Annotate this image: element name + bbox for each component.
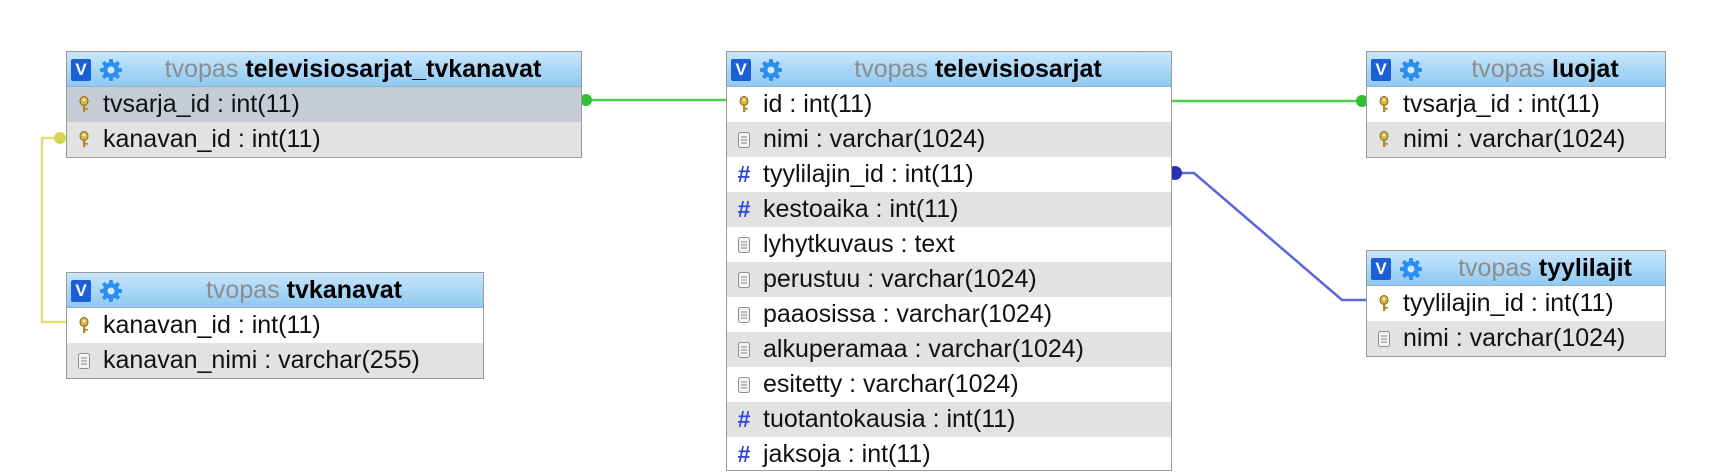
column-label: kanavan_id : int(11) xyxy=(103,311,321,339)
column-row[interactable]: # tyylilajin_id : int(11) xyxy=(727,157,1171,192)
text-field-icon xyxy=(735,227,753,262)
column-label: paaosissa : varchar(1024) xyxy=(763,300,1053,328)
hash-icon: # xyxy=(737,161,751,187)
column-row[interactable]: id : int(11) xyxy=(727,87,1171,122)
column-label: kanavan_nimi : varchar(255) xyxy=(103,346,420,374)
column-row[interactable]: kanavan_id : int(11) xyxy=(67,308,483,343)
gear-icon[interactable] xyxy=(1399,257,1423,281)
column-label: tyylilajin_id : int(11) xyxy=(763,160,974,188)
column-label: alkuperamaa : varchar(1024) xyxy=(763,335,1084,363)
column-label: tvsarja_id : int(11) xyxy=(1403,90,1600,118)
column-row[interactable]: alkuperamaa : varchar(1024) xyxy=(727,332,1171,367)
column-label: jaksoja : int(11) xyxy=(763,440,931,468)
column-row[interactable]: nimi : varchar(1024) xyxy=(1367,122,1665,157)
column-label: perustuu : varchar(1024) xyxy=(763,265,1037,293)
toggle-columns-button[interactable]: V xyxy=(1371,258,1391,280)
table-name: luojat xyxy=(1552,55,1619,83)
column-label: id : int(11) xyxy=(763,90,873,118)
text-field-icon xyxy=(735,122,753,157)
column-label: tuotantokausia : int(11) xyxy=(763,405,1016,433)
toggle-columns-button[interactable]: V xyxy=(1371,59,1391,81)
column-row[interactable]: nimi : varchar(1024) xyxy=(1367,321,1665,356)
column-label: kanavan_id : int(11) xyxy=(103,125,321,153)
column-row[interactable]: lyhytkuvaus : text xyxy=(727,227,1171,262)
relation-line-tvsarja-tvkanavat xyxy=(40,136,66,324)
column-label: kestoaika : int(11) xyxy=(763,195,959,223)
text-field-icon xyxy=(735,367,753,402)
gear-icon[interactable] xyxy=(759,58,783,82)
key-icon xyxy=(1375,87,1393,122)
key-icon xyxy=(1375,122,1393,157)
gear-icon[interactable] xyxy=(99,279,123,303)
table-name: televisiosarjat xyxy=(934,55,1102,83)
column-row[interactable]: nimi : varchar(1024) xyxy=(727,122,1171,157)
toggle-columns-button[interactable]: V xyxy=(71,280,91,302)
column-row[interactable]: # jaksoja : int(11) xyxy=(727,437,1171,472)
text-field-icon xyxy=(1375,321,1393,356)
key-icon xyxy=(1375,286,1393,321)
column-row[interactable]: kanavan_nimi : varchar(255) xyxy=(67,343,483,378)
text-field-icon xyxy=(735,262,753,297)
hash-icon: # xyxy=(737,196,751,222)
table-name: televisiosarjat_tvkanavat xyxy=(245,55,542,83)
gear-icon[interactable] xyxy=(1399,58,1423,82)
column-label: esitetty : varchar(1024) xyxy=(763,370,1019,398)
toggle-columns-button[interactable]: V xyxy=(71,59,91,81)
database-name: tvopas xyxy=(205,276,280,304)
column-label: nimi : varchar(1024) xyxy=(1403,324,1626,352)
column-row[interactable]: # kestoaika : int(11) xyxy=(727,192,1171,227)
database-name: tvopas xyxy=(854,55,928,83)
column-row[interactable]: # tuotantokausia : int(11) xyxy=(727,402,1171,437)
table-name: tvkanavat xyxy=(286,276,403,304)
key-icon xyxy=(75,308,93,343)
column-row[interactable]: paaosissa : varchar(1024) xyxy=(727,297,1171,332)
relation-line-televisiosarjat-tyylilajit xyxy=(1170,171,1366,302)
column-label: nimi : varchar(1024) xyxy=(1403,125,1626,153)
text-field-icon xyxy=(75,343,93,378)
toggle-columns-button[interactable]: V xyxy=(731,59,751,81)
database-name: tvopas xyxy=(1458,254,1532,282)
column-row[interactable]: esitetty : varchar(1024) xyxy=(727,367,1171,402)
column-label: tvsarja_id : int(11) xyxy=(103,90,300,118)
text-field-icon xyxy=(735,297,753,332)
key-icon xyxy=(735,87,753,122)
table-name: tyylilajit xyxy=(1538,254,1632,282)
gear-icon[interactable] xyxy=(99,58,123,82)
key-icon xyxy=(75,87,93,122)
column-label: lyhytkuvaus : text xyxy=(763,230,955,258)
column-row[interactable]: kanavan_id : int(11) xyxy=(67,122,581,157)
column-row[interactable]: perustuu : varchar(1024) xyxy=(727,262,1171,297)
text-field-icon xyxy=(735,332,753,367)
column-label: nimi : varchar(1024) xyxy=(763,125,986,153)
column-label: tyylilajin_id : int(11) xyxy=(1403,289,1614,317)
database-name: tvopas xyxy=(164,55,239,83)
hash-icon: # xyxy=(737,406,751,432)
database-name: tvopas xyxy=(1471,55,1545,83)
relation-endpoint xyxy=(54,132,66,144)
column-row[interactable]: tvsarja_id : int(11) xyxy=(1367,87,1665,122)
column-row[interactable]: tyylilajin_id : int(11) xyxy=(1367,286,1665,321)
hash-icon: # xyxy=(737,441,751,467)
key-icon xyxy=(75,122,93,157)
column-row[interactable]: tvsarja_id : int(11) xyxy=(67,87,581,122)
